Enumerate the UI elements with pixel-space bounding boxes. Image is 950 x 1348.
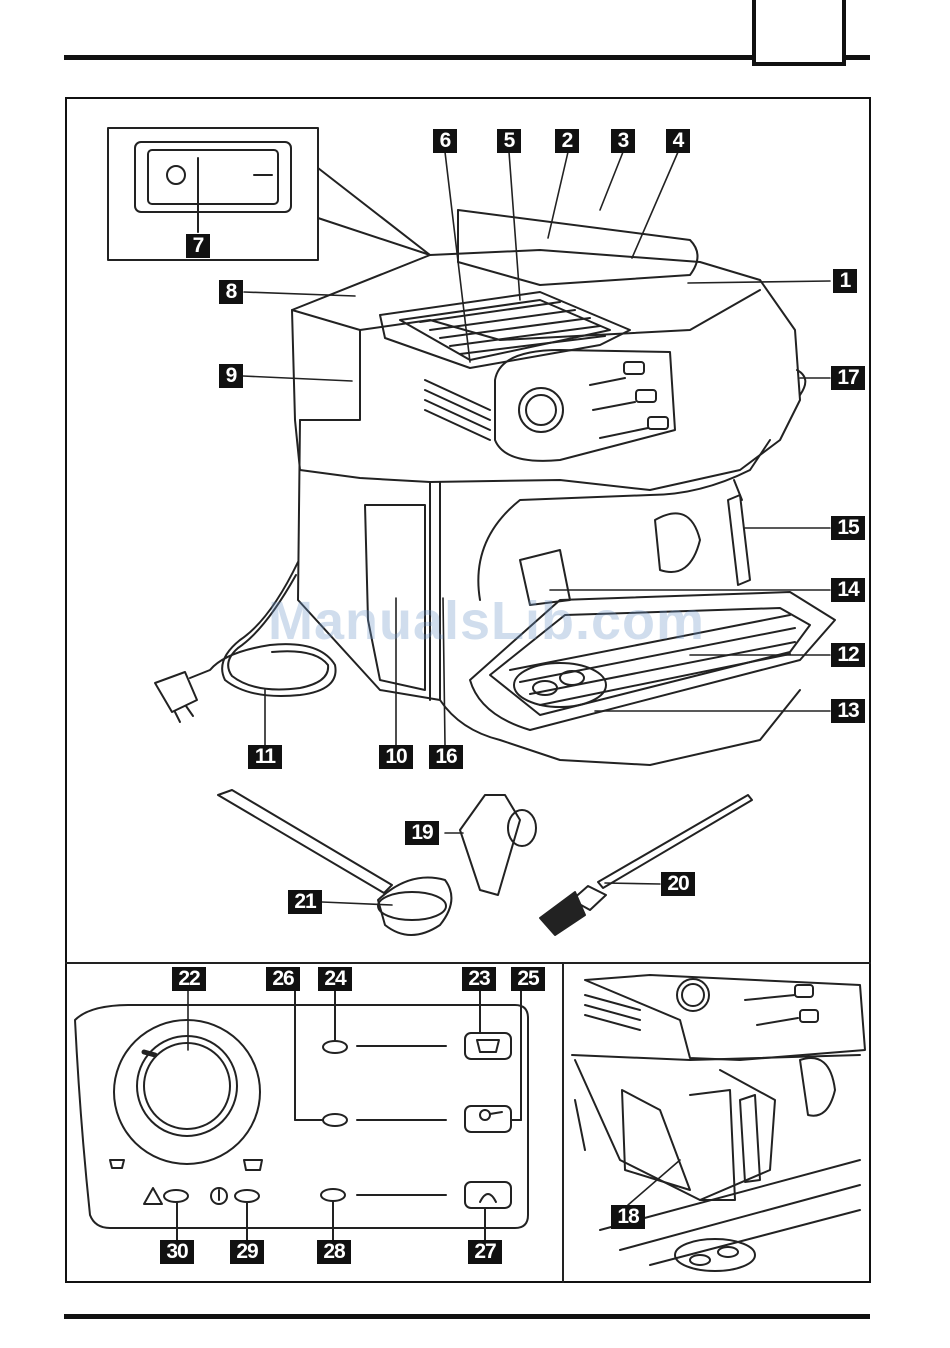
cleaning-brush <box>540 795 752 935</box>
callout-23: 23 <box>462 967 496 991</box>
callout-19: 19 <box>405 821 439 845</box>
callout-6: 6 <box>433 129 457 153</box>
callout-15: 15 <box>831 516 865 540</box>
callout-20: 20 <box>661 872 695 896</box>
footer-rule <box>64 1314 870 1319</box>
callout-24: 24 <box>318 967 352 991</box>
callout-28: 28 <box>317 1240 351 1264</box>
callout-2: 2 <box>555 129 579 153</box>
callout-9: 9 <box>219 364 243 388</box>
callout-18: 18 <box>611 1205 645 1229</box>
callout-29: 29 <box>230 1240 264 1264</box>
callout-4: 4 <box>666 129 690 153</box>
coffee-machine-body <box>292 210 835 765</box>
callout-5: 5 <box>497 129 521 153</box>
power-switch-inset <box>108 128 430 260</box>
measuring-spoon <box>218 790 451 935</box>
callout-17: 17 <box>831 366 865 390</box>
callout-8: 8 <box>219 280 243 304</box>
callout-1: 1 <box>833 269 857 293</box>
watermark: ManualsLib.com <box>268 590 705 652</box>
callout-12: 12 <box>831 643 865 667</box>
callout-16: 16 <box>429 745 463 769</box>
callout-30: 30 <box>160 1240 194 1264</box>
callout-25: 25 <box>511 967 545 991</box>
spout-tool <box>460 795 536 895</box>
callout-11: 11 <box>248 745 282 769</box>
callout-3: 3 <box>611 129 635 153</box>
callout-21: 21 <box>288 890 322 914</box>
callout-10: 10 <box>379 745 413 769</box>
callout-13: 13 <box>831 699 865 723</box>
callout-27: 27 <box>468 1240 502 1264</box>
callout-14: 14 <box>831 578 865 602</box>
callout-7: 7 <box>186 234 210 258</box>
callout-22: 22 <box>172 967 206 991</box>
callout-26: 26 <box>266 967 300 991</box>
control-panel-detail <box>75 990 528 1240</box>
